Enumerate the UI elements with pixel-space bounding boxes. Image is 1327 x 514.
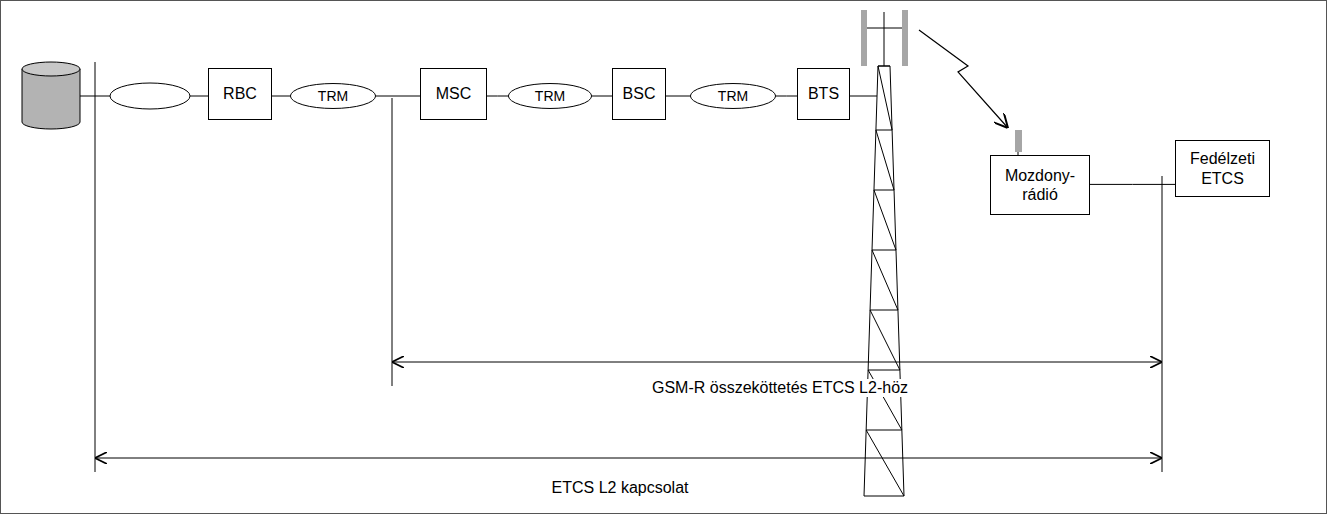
- process-box: RBC: [208, 68, 272, 120]
- reference-line: [392, 98, 393, 386]
- connector-line: [376, 96, 420, 97]
- connector-line: [272, 96, 290, 97]
- dimension-label: ETCS L2 kapcsolat: [549, 479, 692, 497]
- process-box: MSC: [420, 68, 487, 120]
- database-cylinder: [22, 62, 80, 129]
- connector-line: [592, 96, 612, 97]
- onboard-box: Fedélzeti ETCS: [1175, 140, 1270, 197]
- trm-ellipse: TRM: [690, 83, 776, 109]
- process-box: BSC: [612, 68, 666, 120]
- loco-antenna: [1015, 130, 1022, 152]
- connector-line: [1090, 184, 1175, 185]
- node-label: TRM: [535, 88, 565, 105]
- process-box: BTS: [797, 68, 850, 120]
- node-label: RBC: [223, 84, 257, 103]
- connector-line: [776, 96, 797, 97]
- dimension-arrow: [392, 362, 1162, 363]
- trm-ellipse: TRM: [290, 83, 376, 109]
- trm-ellipse: TRM: [508, 83, 592, 109]
- dimension-arrow: [95, 458, 1162, 459]
- connector-line: [487, 96, 508, 97]
- empty-ellipse: [110, 83, 190, 109]
- mast-antenna: [861, 10, 908, 66]
- node-label: Mozdony-rádió: [995, 166, 1085, 204]
- reference-line: [1162, 176, 1163, 472]
- radio-box: Mozdony-rádió: [990, 155, 1090, 215]
- node-label: BTS: [808, 84, 839, 103]
- node-label: BSC: [623, 84, 656, 103]
- connector-line: [666, 96, 690, 97]
- node-label: MSC: [436, 84, 472, 103]
- dimension-label: GSM-R összeköttetés ETCS L2-höz: [649, 379, 911, 397]
- reference-line: [95, 62, 96, 472]
- wire: [80, 96, 110, 97]
- radio-link: [919, 30, 1008, 128]
- node-label: TRM: [718, 88, 748, 105]
- wire: [190, 96, 208, 97]
- node-label: Fedélzeti ETCS: [1180, 149, 1265, 187]
- wire: [850, 96, 877, 97]
- node-label: TRM: [318, 88, 348, 105]
- lattice-tower: [864, 66, 904, 496]
